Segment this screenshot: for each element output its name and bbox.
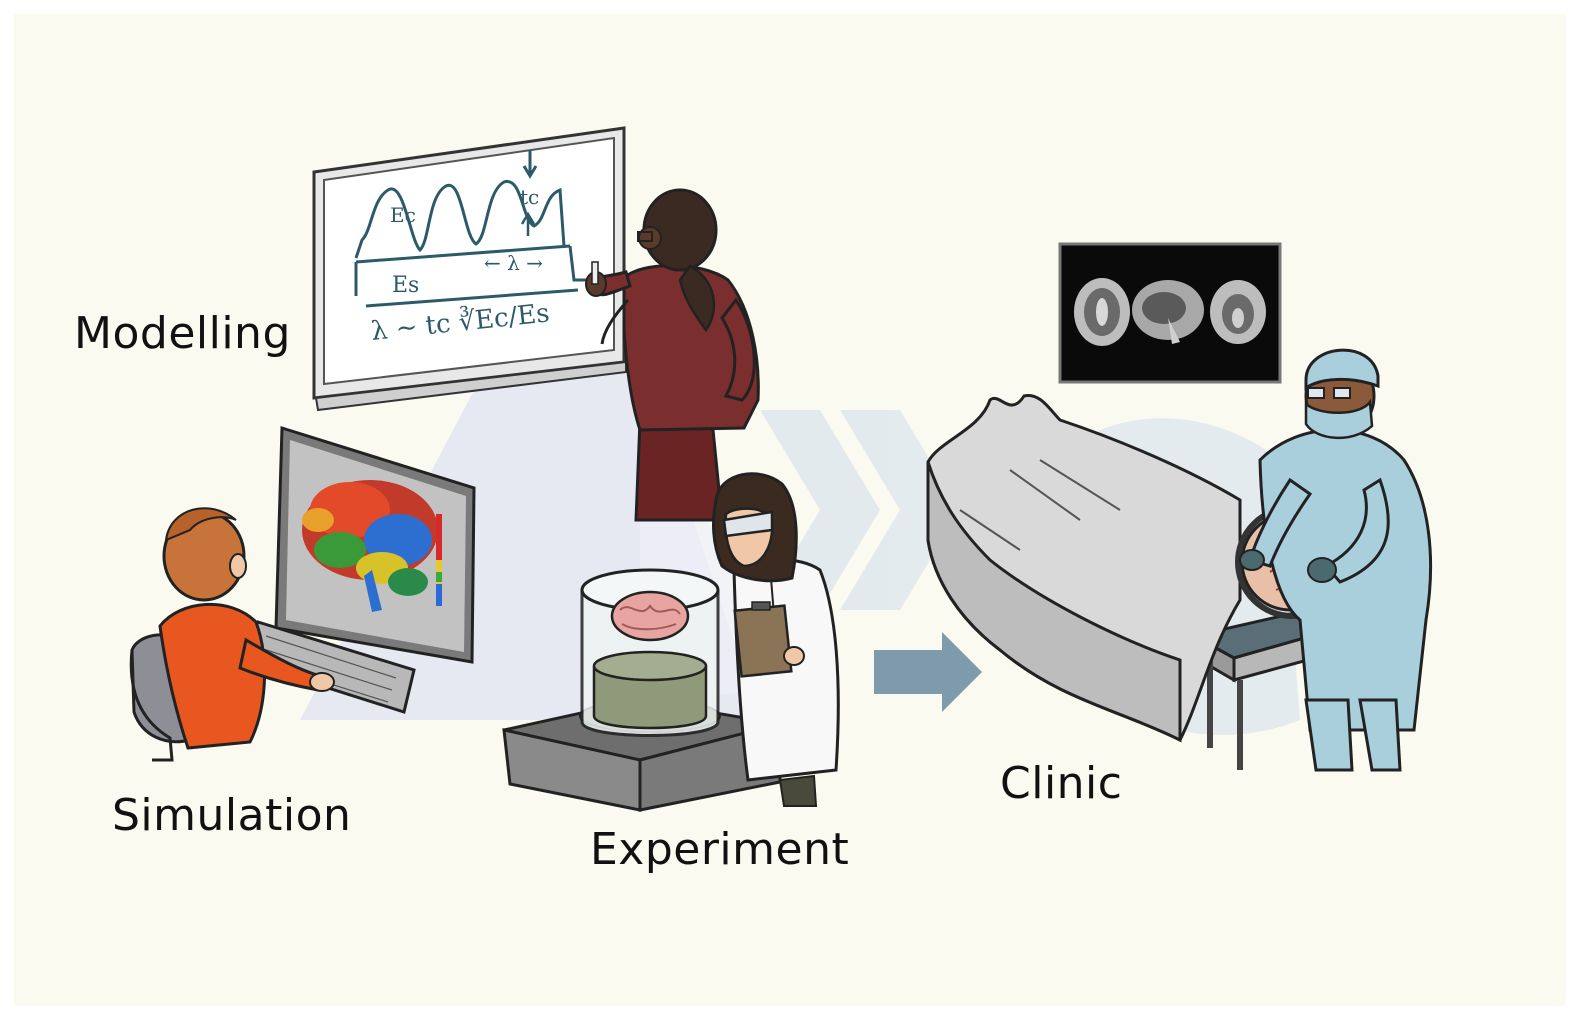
label-modelling: Modelling (74, 308, 291, 359)
wb-ec: Ec (390, 203, 416, 227)
wb-es: Es (392, 273, 419, 298)
wb-tc: tc (520, 185, 539, 209)
modeller-figure (585, 188, 760, 522)
brain-simulation-image (302, 480, 438, 612)
arrow-right-icon (874, 632, 982, 712)
brain-jar-icon (502, 568, 782, 812)
label-simulation: Simulation (112, 790, 352, 841)
whiteboard-icon: Ec tc Es ← λ → λ ~ tc ∛Ec/Es (312, 126, 627, 412)
mri-scan-icon (1058, 242, 1282, 384)
label-experiment: Experiment (590, 824, 850, 875)
clinician-figure (1239, 348, 1433, 772)
label-clinic: Clinic (1000, 758, 1123, 809)
experiment-figure (712, 472, 840, 807)
wb-lambda-arrow: ← λ → (484, 251, 543, 275)
simulation-figure (129, 507, 335, 762)
monitor-icon (274, 425, 476, 664)
